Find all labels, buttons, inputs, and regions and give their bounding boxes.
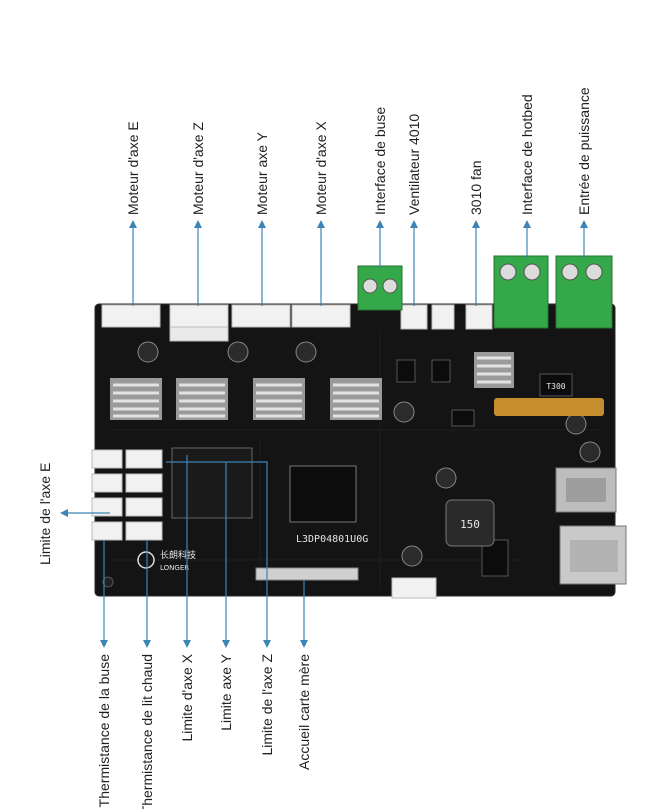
nozzle-terminal — [357, 265, 403, 311]
bottom-labels: Thermistance de la buse Thermistance de … — [96, 653, 312, 809]
left-connectors — [91, 449, 163, 541]
stepper-drivers — [110, 352, 514, 420]
mosfet-block — [539, 373, 573, 397]
screw-terminals — [357, 255, 613, 329]
label-limite-axe-z: Limite de l'axe Z — [259, 654, 275, 756]
power-inductor — [445, 499, 495, 547]
label-interface-buse: Interface de buse — [372, 107, 388, 215]
brand-en: LONGER — [160, 564, 189, 572]
label-thermistance-buse: Thermistance de la buse — [96, 654, 112, 808]
left-labels: Limite de l'axe E — [37, 463, 53, 565]
fan-extra-connector — [431, 304, 455, 330]
label-moteur-axe-x: Moteur d'axe X — [313, 121, 329, 215]
inductor-label: 150 — [460, 518, 480, 531]
label-limite-axe-x: Limite d'axe X — [179, 653, 195, 741]
motor-z-connector-2 — [169, 326, 229, 342]
label-ventilateur-4010: Ventilateur 4010 — [406, 114, 422, 215]
pin-headers — [171, 447, 253, 519]
label-fan-3010: 3010 fan — [468, 161, 484, 216]
hotbed-terminal — [493, 255, 549, 329]
top-labels: Moteur d'axe E Moteur d'axe Z Moteur axe… — [125, 87, 592, 215]
fan-4010-connector — [400, 304, 428, 330]
board-model: L3DP04801U0G — [296, 534, 368, 545]
chips: 150 T300 — [227, 359, 604, 577]
driver-e — [110, 378, 162, 420]
label-thermistance-lit: Thermistance de lit chaud — [139, 654, 155, 809]
fan-3010-connector — [465, 304, 493, 330]
label-moteur-axe-y: Moteur axe Y — [254, 131, 270, 215]
motor-connectors — [101, 304, 493, 342]
driver-y — [253, 378, 305, 420]
motor-x-connector — [291, 304, 351, 328]
ribbon-component — [494, 398, 604, 416]
capacitors — [137, 341, 601, 567]
label-interface-hotbed: Interface de hotbed — [519, 94, 535, 215]
mcu-chip — [289, 465, 357, 523]
driver-z — [176, 378, 228, 420]
power-terminal — [555, 255, 613, 329]
label-limite-axe-e: Limite de l'axe E — [37, 463, 53, 565]
motor-e-connector — [101, 304, 161, 328]
label-moteur-axe-z: Moteur d'axe Z — [190, 122, 206, 215]
driver-x — [330, 378, 382, 420]
label-moteur-axe-e: Moteur d'axe E — [125, 121, 141, 215]
label-accueil-carte-mere: Accueil carte mère — [296, 654, 312, 770]
label-entree-puissance: Entrée de puissance — [576, 87, 592, 215]
label-limite-axe-y: Limite axe Y — [218, 653, 234, 730]
side-ports — [555, 467, 627, 585]
bottom-fan-connector — [391, 577, 437, 599]
display-ribbon-connector — [255, 567, 359, 581]
motor-y-connector — [231, 304, 291, 328]
motor-z-connector — [169, 304, 229, 328]
mosfet-heatsink — [474, 352, 514, 388]
leader-lines — [60, 220, 588, 648]
brand-cn: 长朗科技 — [160, 549, 196, 561]
mosfet-label: T300 — [546, 382, 565, 391]
